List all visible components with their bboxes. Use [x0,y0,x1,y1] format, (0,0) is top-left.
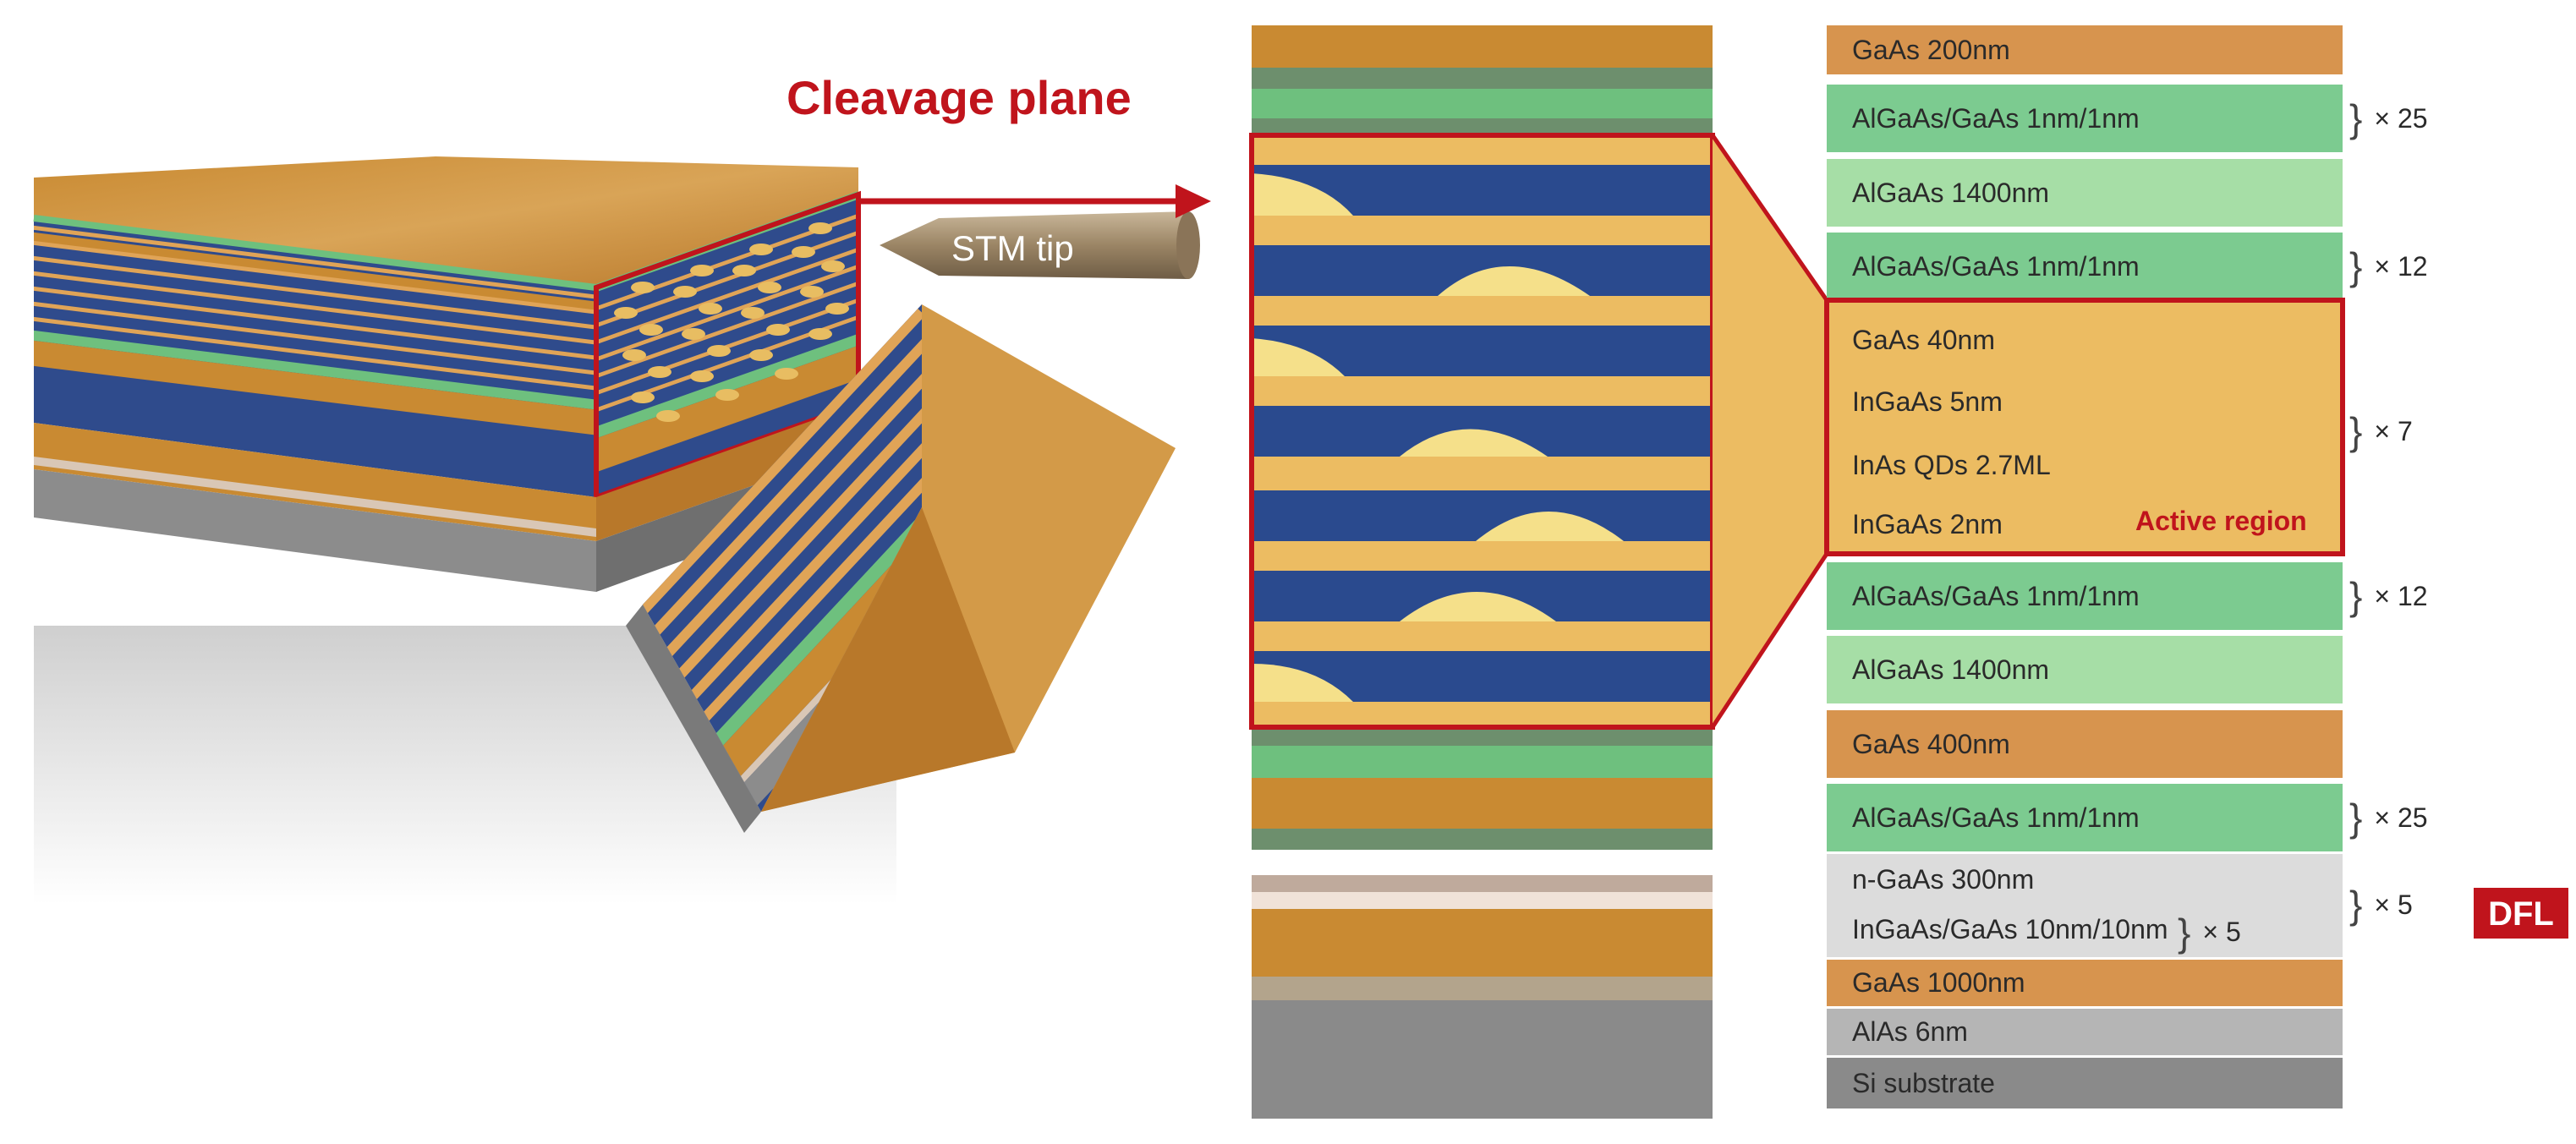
layer-gaas-40: GaAs 40nm [1827,315,2343,365]
layer-algaas-1400-bottom: AlGaAs 1400nm [1827,636,2343,703]
layer-ingaas-2: InGaAs 2nm [1827,499,2343,550]
layer-alas-6: AlAs 6nm [1827,1009,2343,1055]
layer-label: AlAs 6nm [1852,1016,1968,1047]
brace-icon: } [2349,574,2363,618]
dfl-label: DFL [2488,895,2554,933]
inner-repeat-dfl: } × 5 [2178,909,2241,955]
layer-label: AlGaAs/GaAs 1nm/1nm [1852,102,2140,134]
front-face-layers [34,218,596,437]
layer-gaas-1000: GaAs 1000nm [1827,960,2343,1006]
repeat-count: × 7 [2374,415,2413,446]
layer-gaas-400: GaAs 400nm [1827,710,2343,778]
stm-tip: STM tip [880,211,1200,279]
block-top [34,156,858,287]
repeat-dfl: } × 5 [2349,871,2413,939]
layer-inas-qds: InAs QDs 2.7ML [1827,440,2343,490]
layer-label: n-GaAs 300nm [1852,864,2035,895]
layer-superlattice-bottom: AlGaAs/GaAs 1nm/1nm [1827,784,2343,851]
repeat-superlattice-lower: } × 12 [2349,562,2428,630]
repeat-count: × 25 [2374,802,2428,833]
repeat-count: × 12 [2374,580,2428,611]
layer-stack-bands [1824,25,2345,1108]
active-region-frame [1824,298,2345,556]
layer-gaas-200: GaAs 200nm [1827,25,2343,74]
zoom-connector [1713,135,1827,727]
repeat-superlattice-upper: } × 12 [2349,233,2428,300]
repeat-count: × 12 [2374,250,2428,282]
stm-tip-body [880,211,1188,279]
cross-section-column [1249,25,1715,1119]
layer-label: InGaAs 5nm [1852,386,2003,417]
quantum-dots [1252,173,1624,702]
layer-label: GaAs 1000nm [1852,967,2025,998]
main-block [33,156,861,501]
layer-label: InAs QDs 2.7ML [1852,449,2051,480]
repeat-superlattice-top: } × 25 [2349,85,2428,152]
layer-label: Si substrate [1852,1067,1995,1098]
layer-superlattice-upper: AlGaAs/GaAs 1nm/1nm [1827,233,2343,300]
layer-algaas-1400-top: AlGaAs 1400nm [1827,159,2343,227]
layer-label: InGaAs/GaAs 10nm/10nm [1852,914,2168,944]
stm-tip-label: STM tip [951,228,1074,268]
brace-icon: } [2349,796,2363,840]
repeat-count: × 5 [2374,889,2413,920]
cleaved-sample-illustration: STM tip Cleavage plane [33,71,1211,905]
brace-icon: } [2349,883,2363,927]
brace-icon: } [2349,96,2363,140]
brace-icon: } [2349,244,2363,288]
layer-label: AlGaAs 1400nm [1852,177,2050,208]
layer-superlattice-top: AlGaAs/GaAs 1nm/1nm [1827,85,2343,152]
layer-superlattice-lower: AlGaAs/GaAs 1nm/1nm [1827,562,2343,630]
brace-icon: } [2349,409,2363,453]
layer-label: AlGaAs/GaAs 1nm/1nm [1852,580,2140,611]
layer-label: AlGaAs/GaAs 1nm/1nm [1852,250,2140,282]
layer-n-gaas-300: n-GaAs 300nm [1827,857,2343,903]
dfl-badge [2474,888,2568,939]
layer-label: GaAs 400nm [1852,728,2010,759]
brace-icon: } [2178,910,2191,955]
layer-ingaas-gaas-dfl: InGaAs/GaAs 10nm/10nm [1827,906,2343,953]
cleavage-face-qds [614,222,849,422]
repeat-superlattice-bottom: } × 25 [2349,784,2428,851]
cleavage-arrow [858,184,1211,218]
layer-label: GaAs 40nm [1852,324,1995,355]
repeat-count: × 25 [2374,102,2428,134]
active-region-label: Active region [2135,506,2307,536]
layer-ingaas-5: InGaAs 5nm [1827,376,2343,427]
layer-si-substrate: Si substrate [1827,1058,2343,1108]
layer-label: InGaAs 2nm [1852,508,2003,539]
layer-label: AlGaAs 1400nm [1852,654,2050,685]
repeat-active-region: } × 7 [2349,397,2413,465]
layer-label: AlGaAs/GaAs 1nm/1nm [1852,802,2140,833]
layer-label: GaAs 200nm [1852,34,2010,65]
cleavage-plane-label: Cleavage plane [787,71,1132,124]
repeat-count: × 5 [2202,917,2241,947]
